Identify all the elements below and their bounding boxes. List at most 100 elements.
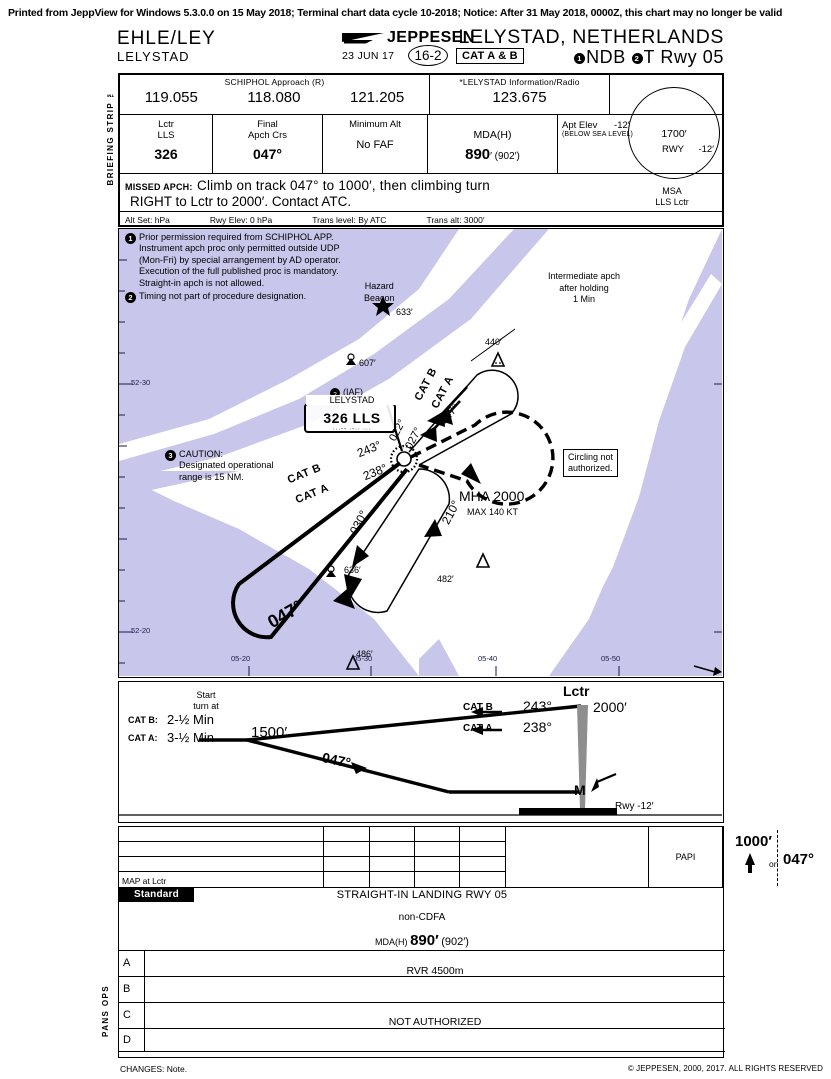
timing-col-1 (324, 827, 370, 887)
final-label-1: Final (257, 119, 278, 130)
timing-rule-1 (119, 841, 324, 842)
inbound-arrow-027 (420, 426, 437, 442)
caution-line-1: Designated operational (179, 460, 274, 471)
timing-map-column: MAP at Lctr (119, 827, 325, 887)
jeppesen-logo-icon (342, 32, 384, 45)
runway-symbol (519, 808, 617, 815)
missed-approach-text2: RIGHT to Lctr to 2000′. Contact ATC. (130, 194, 352, 209)
minimums-cat-a: A (119, 951, 145, 977)
minimums-mda-row: MDA(H) 890′ (902′) (119, 932, 725, 949)
final-label-2: Apch Crs (247, 130, 288, 141)
rwy-elev-hpa: Rwy Elev: 0 hPa (209, 214, 273, 225)
approach-comm-title: SCHIPHOL Approach (R) (224, 77, 325, 87)
minimums-row-c: C (119, 1002, 725, 1029)
graticule-lon-05-20: 05-20 (231, 654, 251, 663)
profile-cat-arrows (471, 707, 502, 735)
profile-lctr-label: Lctr (563, 683, 590, 699)
ndb-station-symbol (389, 444, 419, 474)
ndb-morse-code: ···-- ·-·· ··· (332, 426, 372, 433)
route-continuation-arrow (693, 665, 722, 676)
graticule-lon-05-50: 05-50 (601, 654, 621, 663)
missed-approach-line1: MISSED APCH: Climb on track 047° to 1000… (125, 177, 722, 195)
missed-approach-text1: Climb on track 047° to 1000′, then climb… (197, 178, 490, 193)
msa-diagram: 1700′ MSA LLS Lctr (620, 82, 724, 227)
information-freq: 123.675 (492, 89, 547, 106)
missed-approach-label: MISSED APCH: (125, 182, 193, 192)
vasi-arrow-stem-icon (747, 863, 752, 873)
note-ref-1-icon: 1 (574, 53, 586, 64)
profile-alt-1500: 1500′ (251, 724, 288, 741)
profile-cata-label: CAT A (463, 723, 493, 734)
plan-view: 2 1 Prior permission required from SCHIP… (118, 228, 724, 678)
map-arrow (591, 772, 617, 792)
procedure-runway: T Rwy 05 (643, 47, 724, 67)
altimeter-row: Alt Set: hPa Rwy Elev: 0 hPa Trans level… (120, 212, 722, 227)
timing-col-4 (460, 827, 506, 887)
mha-value: MHA 2000 (459, 488, 525, 504)
ndb-facility-box: LELYSTAD 326 LLS ···-- ·-·· ··· (304, 395, 398, 433)
final-approach-course-cell: Final Apch Crs 047° (213, 115, 323, 173)
profile-catb-course: 243° (523, 698, 552, 714)
note-1-line-1: Prior permission required from SCHIPHOL … (139, 232, 334, 242)
obstacle-symbols (326, 296, 506, 670)
profile-alt-2000: 2000′ (593, 699, 627, 715)
trans-alt: Trans alt: 3000′ (426, 214, 485, 225)
apt-elev-value: -12′ (614, 120, 630, 131)
plan-note-1: 1 Prior permission required from SCHIPHO… (125, 232, 341, 289)
graticule-lat-52-20: 52-20 (131, 626, 151, 635)
approach-frequencies: 119.055 118.080 121.205 (120, 87, 429, 106)
spot-elev-607: 607′ (359, 358, 376, 368)
plan-caution: 3 CAUTION: Designated operational range … (165, 449, 274, 483)
missed-approach-cell: MISSED APCH: Climb on track 047° to 1000… (120, 174, 722, 212)
minimums-bottom-rule (119, 1051, 725, 1052)
approach-freq-1: 119.055 (144, 89, 198, 106)
intermediate-line3: 1 Min (572, 294, 595, 304)
mda-unit: ′ (490, 151, 493, 162)
msa-caption-line1: MSA (662, 186, 682, 196)
profile-lower-track (246, 738, 581, 794)
holding-arrow-210 (424, 519, 442, 537)
lctr-label-2: LLS (157, 130, 175, 141)
note-2-bullet-icon: 2 (125, 292, 136, 304)
vasi-altitude: 1000′ (734, 833, 772, 850)
circling-line1: Circling not (568, 452, 614, 462)
intermediate-line2: after holding (559, 282, 609, 293)
airport-identifier: EHLE/LEY (117, 28, 216, 49)
mda-value: 890 (465, 146, 491, 163)
chart-index-number: 16-2 (408, 45, 448, 66)
map-at-label: MAP at Lctr (122, 876, 167, 886)
minimum-alt-value: No FAF (356, 139, 394, 151)
lctr-facility-symbol (577, 705, 588, 810)
cdfa-label: non-CDFA (398, 912, 446, 923)
minimums-section: Standard STRAIGHT-IN LANDING RWY 05 non-… (118, 888, 725, 1058)
profile-cata-time: 3-½ Min (167, 730, 214, 745)
plan-view-graphics: 2 (119, 229, 722, 676)
note-1-line-4: Execution of the full published proc is … (139, 266, 339, 277)
intermediate-apch-callout: Intermediate apch after holding 1 Min (519, 271, 649, 306)
jeppesen-wordmark: JEPPESEN (387, 29, 475, 46)
final-approach-course-value: 047° (253, 146, 282, 162)
minimums-mda-value: 890′ (410, 932, 439, 949)
city-country-title: LELYSTAD, NETHERLANDS (458, 26, 724, 48)
plan-note-2: 2 Timing not part of procedure designati… (125, 291, 341, 304)
mda-cell: MDA(H) 890′ (902′) (428, 115, 558, 173)
holding-arrow-030 (352, 545, 369, 567)
minimums-row-d: D (119, 1028, 725, 1052)
start-turn-line2: turn at (193, 701, 219, 711)
note-ref-2-icon: 2 (631, 53, 643, 64)
profile-catb-label: CAT B (463, 702, 493, 713)
profile-arrow-047 (351, 762, 367, 774)
hazard-beacon-label: Hazard Beacon (364, 281, 395, 304)
spot-elev-486: 486′ (356, 649, 373, 659)
graticule-lon-05-40: 05-40 (478, 654, 498, 663)
track-arrow-sw (333, 589, 355, 609)
briefing-strip: SCHIPHOL Approach (R) 119.055 118.080 12… (118, 73, 724, 227)
msa-circle: 1700′ (628, 87, 720, 179)
spot-elev-482: 482′ (437, 574, 454, 584)
minimum-alt-cell: Minimum Alt No FAF (323, 115, 428, 173)
minimums-mda-label: MDA(H) (375, 937, 408, 947)
standard-tag: Standard (119, 888, 194, 902)
information-comm-title: *LELYSTAD Information/Radio (459, 77, 580, 87)
minimum-alt-label: Minimum Alt (349, 119, 401, 130)
